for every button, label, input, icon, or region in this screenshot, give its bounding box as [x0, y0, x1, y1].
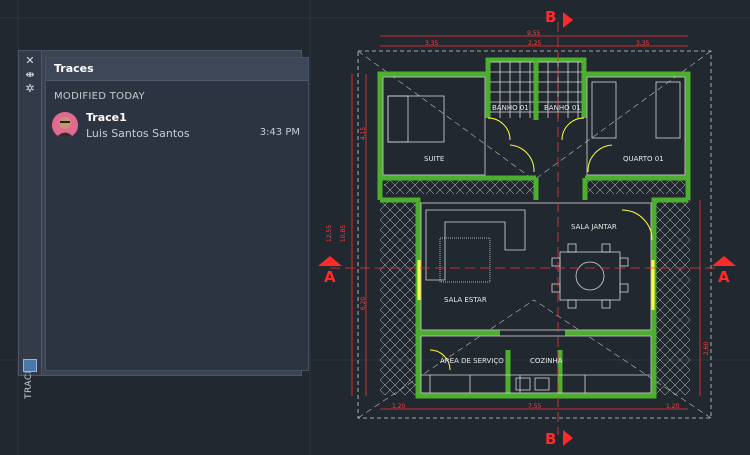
dim-top-total: 9,55 [527, 30, 541, 37]
section-mark-top: B [545, 8, 557, 26]
trace-time: 3:43 PM [259, 127, 300, 138]
inner-lines [382, 61, 686, 394]
section-markers [318, 12, 736, 446]
dim-left-b: 6,20 [360, 296, 368, 311]
room-sala-estar: SALA ESTAR [444, 296, 487, 304]
palette-strip-label: TRACES [24, 360, 34, 399]
dim-top-a: 3,35 [425, 40, 439, 47]
hatch-top-left [384, 178, 536, 194]
dim-right-a: 2,60 [703, 341, 711, 356]
trace-list-item[interactable]: Trace1 Luis Santos Santos 3:43 PM [52, 110, 302, 142]
site-boundary [357, 50, 712, 419]
avatar [52, 112, 78, 138]
dim-left-total: 10,85 [340, 224, 348, 243]
panel-title: Traces [54, 62, 94, 75]
room-cozinha: COZINHA [530, 357, 563, 365]
palette-strip: ✕ ⇼ ✲ TRACES [19, 51, 42, 399]
dim-left-a: 4,15 [360, 126, 368, 141]
walls [377, 57, 691, 399]
room-quarto: QUARTO 01 [623, 155, 664, 163]
hatch-top-right [585, 178, 685, 194]
panel-header: Traces [46, 58, 308, 81]
dim-bottom-b: 7,55 [528, 403, 542, 410]
hatch-right [654, 200, 690, 395]
traces-panel: Traces MODIFIED TODAY Trace1 Luis Santos… [45, 57, 309, 371]
traces-icon[interactable] [23, 359, 37, 372]
dim-top-c: 3,35 [636, 40, 650, 47]
traces-palette: ✕ ⇼ ✲ TRACES Traces MODIFIED TODAY Trace… [18, 50, 309, 399]
section-title: MODIFIED TODAY [54, 91, 145, 102]
trace-name: Trace1 [86, 111, 127, 124]
dim-bottom-a: 1,20 [392, 403, 406, 410]
dim-left-outer: 12,55 [326, 224, 334, 243]
trace-user: Luis Santos Santos [86, 127, 190, 140]
dim-top-b: 2,25 [528, 40, 542, 47]
dimension-lines [330, 22, 720, 435]
hatch-left [380, 200, 418, 395]
close-icon[interactable]: ✕ [25, 54, 35, 67]
room-banho1: BANHO 01 [492, 104, 529, 112]
room-area-servico: ÁREA DE SERVIÇO [440, 357, 504, 365]
section-mark-right: A [718, 268, 730, 286]
dim-bottom-c: 1,20 [666, 403, 680, 410]
room-sala-jantar: SALA JANTAR [571, 223, 617, 231]
pin-icon[interactable]: ⇼ [25, 68, 35, 81]
section-mark-bottom: B [545, 430, 557, 448]
diagonal-guides [357, 50, 712, 419]
gear-icon[interactable]: ✲ [25, 82, 35, 95]
section-mark-left: A [324, 268, 336, 286]
room-banho2: BANHO 01 [544, 104, 581, 112]
room-suite: SUITE [424, 155, 445, 163]
